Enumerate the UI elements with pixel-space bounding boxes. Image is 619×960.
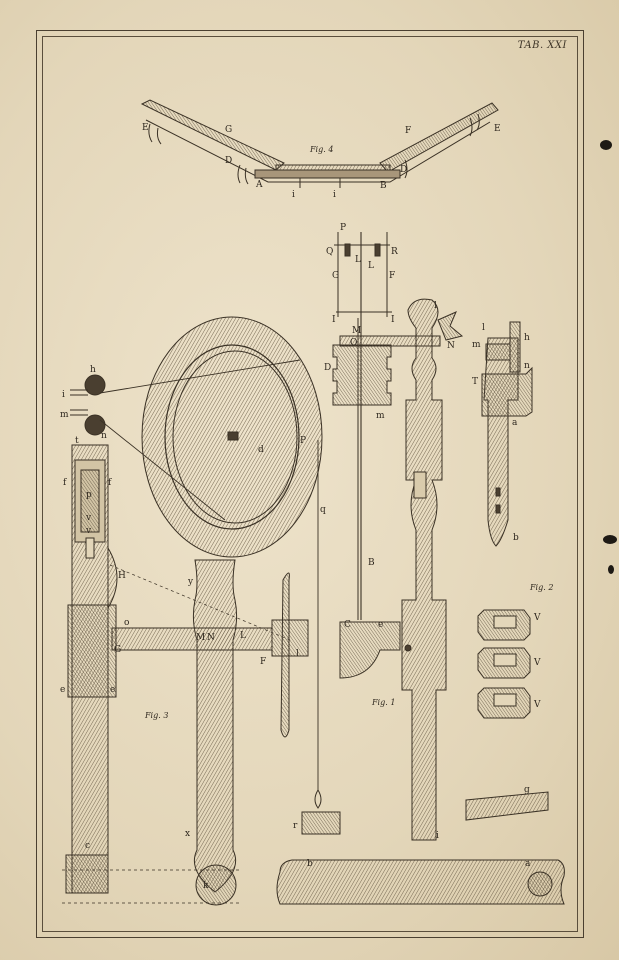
- label-k: k: [203, 881, 209, 891]
- label-m: m: [376, 411, 385, 421]
- label-e: e: [110, 685, 115, 695]
- label-y: y: [187, 577, 194, 587]
- label-g: g: [524, 785, 530, 795]
- label-E: E: [142, 123, 149, 133]
- label-l: l: [482, 323, 485, 333]
- label-v: v: [85, 513, 92, 523]
- label-i: i: [436, 831, 439, 841]
- label-F: F: [405, 126, 411, 136]
- label-h: h: [524, 333, 530, 343]
- label-b: b: [307, 859, 313, 869]
- label-a: a: [512, 418, 518, 428]
- label-C: C: [344, 620, 351, 630]
- plate-border-outer: [36, 30, 584, 938]
- label-D: D: [324, 363, 331, 373]
- label-L: L: [355, 255, 361, 265]
- label-i: i: [62, 390, 65, 400]
- label-i: i: [292, 190, 295, 200]
- caption-fig-1: Fig. 1: [371, 698, 395, 707]
- caption-fig-3: Fig. 3: [144, 711, 168, 720]
- label-E: E: [494, 124, 501, 134]
- plate-title: TAB. XXI: [517, 40, 567, 51]
- label-O: O: [350, 338, 357, 348]
- label-D: D: [225, 156, 232, 166]
- label-A: A: [255, 180, 263, 190]
- label-r: r: [293, 821, 298, 831]
- label-n: n: [524, 361, 530, 371]
- label-q: q: [320, 505, 326, 515]
- label-Q: Q: [326, 247, 333, 257]
- label-N: N: [447, 341, 455, 351]
- label-M: M: [352, 326, 361, 336]
- label-P: P: [340, 223, 346, 233]
- label-a: a: [525, 859, 531, 869]
- label-b: b: [513, 533, 519, 543]
- ink-blot: [608, 565, 614, 574]
- ink-blot: [600, 140, 612, 150]
- label-I: I: [332, 315, 336, 325]
- label-i: i: [333, 190, 336, 200]
- label-v: v: [85, 526, 92, 536]
- label-p: p: [86, 490, 92, 500]
- label-D: D: [400, 165, 407, 175]
- label-G: G: [332, 271, 339, 281]
- label-N: N: [207, 633, 215, 643]
- figure-1-flyer-upright: [276, 232, 565, 905]
- caption-fig-2: Fig. 2: [529, 583, 553, 592]
- figure-2-spindle-detail: [465, 321, 549, 821]
- label-V: V: [533, 658, 541, 668]
- label-V: V: [533, 613, 541, 623]
- label-n: n: [101, 431, 107, 441]
- label-t: t: [75, 436, 79, 446]
- label-F: F: [389, 271, 395, 281]
- label-G: G: [225, 125, 232, 135]
- label-l: l: [434, 301, 437, 311]
- label-F: F: [260, 657, 266, 667]
- label-l: l: [296, 649, 299, 659]
- label-m: m: [472, 340, 481, 350]
- label-m: m: [60, 410, 69, 420]
- label-B: B: [380, 181, 387, 191]
- label-R: R: [391, 247, 398, 257]
- label-d: d: [258, 445, 264, 455]
- label-I: I: [391, 315, 395, 325]
- label-B: B: [368, 558, 375, 568]
- label-L: L: [240, 631, 246, 641]
- label-G: G: [114, 645, 121, 655]
- label-e: e: [378, 620, 383, 630]
- label-f: f: [108, 478, 112, 488]
- label-x: x: [185, 829, 190, 839]
- ink-blot: [603, 535, 617, 544]
- label-e: e: [60, 685, 65, 695]
- caption-fig-4: Fig. 4: [309, 145, 333, 154]
- label-P: P: [300, 436, 306, 446]
- label-c: c: [85, 841, 90, 851]
- plate-border-inner: [42, 36, 578, 932]
- label-L: L: [368, 261, 374, 271]
- label-T: T: [472, 377, 478, 387]
- figure-3-spinning-wheel: [62, 316, 341, 906]
- figure-4-distaff-frame: [140, 99, 499, 188]
- label-h: h: [90, 365, 96, 375]
- label-f: f: [63, 478, 67, 488]
- label-M: M: [196, 633, 205, 643]
- label-H: H: [118, 571, 126, 581]
- label-o: o: [124, 618, 129, 628]
- label-V: V: [533, 700, 541, 710]
